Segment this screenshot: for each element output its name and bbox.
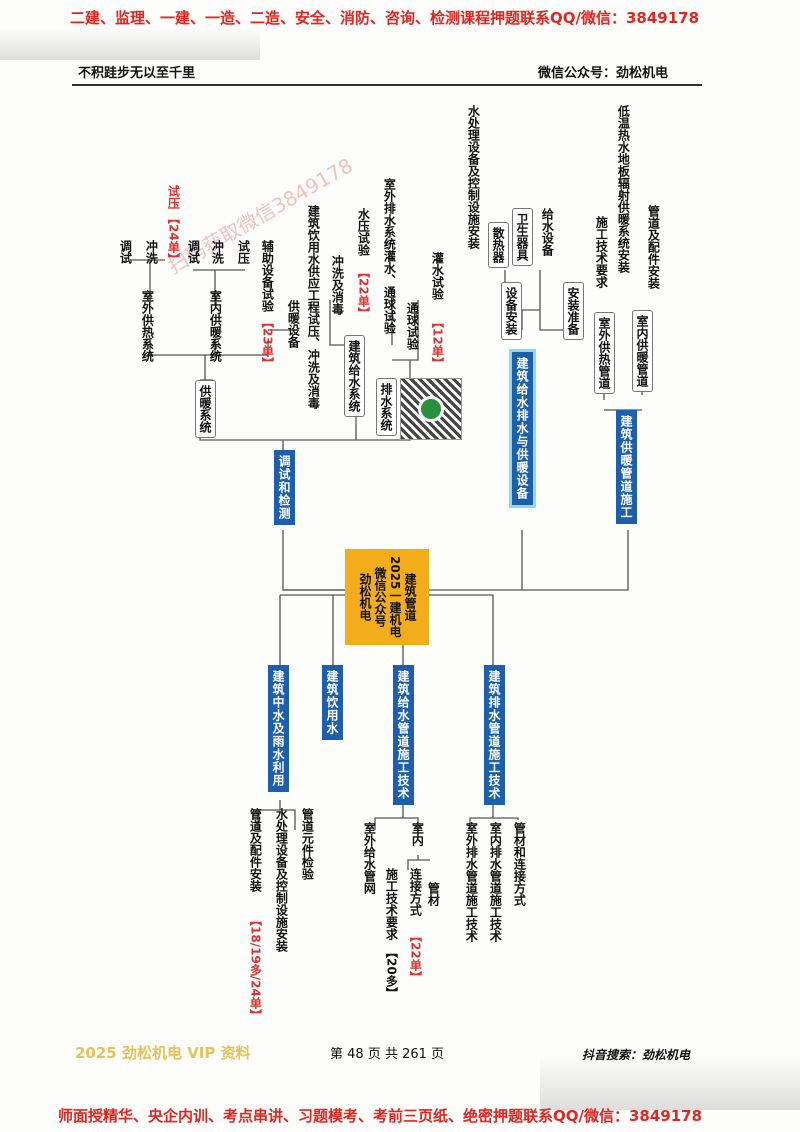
tag-fill: 【12单】 [430,316,445,369]
node-indoor-debug: 调试 [186,240,201,264]
footer-tiktok: 抖音搜索：劲松机电 [582,1048,691,1062]
mountain-decoration-bottom [540,1055,800,1110]
header-rule [72,84,702,86]
node-indoor-pressure: 试压 [236,240,251,264]
tag-aux: 【23单】 [260,316,275,369]
tag-reuse-pipe: 【18/19多/24单】 [248,914,263,1021]
node-heating-equip: 供暖设备 [286,300,301,348]
node-supply-indoor: 室内 [410,822,425,846]
bottom-banner: 师面授精华、央企内训、考点串讲、习题模考、考前三页纸、绝密押题联系QQ/微信：3… [58,1107,703,1125]
tag-supply-connection: 【22单】 [408,930,423,983]
node-water-supply-system: 建筑给水系统 [344,335,365,417]
node-flow-test: 通球试验 [405,302,420,350]
node-reuse-water-treat: 水处理设备及控制设施安装 [274,808,289,952]
center-line-1: 建筑管道 [403,573,417,621]
tag-hydro: 【22单】 [356,266,371,319]
node-install-prep: 安装准备 [563,282,584,340]
tag-pressure: 【24单】 [166,212,181,265]
center-line-2: 2025一建机电 [388,556,402,638]
category-equipment: 建筑给水排水与供暖设备 [509,349,536,508]
node-supply-connection: 连接方式 [408,868,423,916]
node-outdoor-debug: 调试 [118,240,133,264]
node-indoor-heating: 室内供暖系统 [208,290,223,362]
node-indoor-heating-pipe: 室内供暖管道 [632,310,653,392]
node-drain-outdoor: 室外排水管道施工技术 [464,822,479,942]
center-node: 建筑管道 2025一建机电 微信公众号 劲松机电 [345,549,429,645]
category-heating-pipe: 建筑供暖管道施工 [616,410,637,524]
category-drinking: 建筑饮用水 [322,665,343,740]
header-wechat: 微信公众号：劲松机电 [538,66,669,81]
page-number: 第 48 页 共 261 页 [330,1047,445,1062]
node-flush-disinfect: 冲洗及消毒 [330,255,345,315]
qr-code-image [400,378,462,440]
node-supply-equip: 给水设备 [540,208,555,256]
node-indoor-flush: 冲洗 [210,240,225,264]
node-supply-tech: 施工技术要求 [384,868,399,940]
node-pipe-component: 管道元件检验 [300,808,315,880]
node-radiator: 散热器 [488,222,509,268]
node-heating-pipe-fittings: 管道及配件安装 [646,205,661,289]
node-drain-material: 管材和连接方式 [512,822,527,906]
category-debug: 调试和检测 [274,450,295,525]
node-drain-system: 排水系统 [376,378,397,436]
node-outdoor-heating: 室外供热系统 [140,290,155,362]
footer-vip: 2025 劲松机电 VIP 资料 [75,1044,251,1062]
center-line-3: 微信公众号 [373,567,387,627]
center-line-4: 劲松机电 [358,573,372,621]
mountain-decoration-top [0,28,260,60]
node-equipment-install: 设备安装 [501,282,522,340]
header-motto: 不积跬步无以至千里 [78,66,196,81]
node-supply-outdoor: 室外给水管网 [362,822,377,894]
node-aux-test: 辅助设备试验 [260,240,275,312]
node-supply-material: 管材 [426,882,441,906]
node-drinking-test: 建筑饮用水供应工程试压、冲洗及消毒 [306,205,321,409]
category-supply: 建筑给水管道施工技术 [393,665,414,805]
category-drain: 建筑排水管道施工技术 [484,665,505,805]
top-banner: 二建、监理、一建、一造、二造、安全、消防、咨询、检测课程押题联系QQ/微信：38… [70,9,700,27]
node-floor-heating: 低温热水地板辐射供暖系统安装 [616,105,631,273]
node-sanitary: 卫生器具 [512,208,533,266]
node-outdoor-drain: 室外排水系统灌水、通球试验 [382,178,397,334]
node-drain-indoor: 室内排水管道施工技术 [488,822,503,942]
node-water-treat: 水处理设备及控制设施安装 [466,105,481,249]
node-hydro-test: 水压试验 [356,208,371,256]
node-pressure-test: 试压 [166,185,181,209]
category-reuse: 建筑中水及雨水利用 [268,665,289,792]
node-outdoor-heating-pipe: 室外供热管道 [594,312,615,394]
node-heating-tech: 施工技术要求 [594,216,609,288]
tag-supply-tech: 【20多】 [384,946,399,999]
node-reuse-pipe-fittings: 管道及配件安装 [248,808,263,892]
node-heating-system: 供暖系统 [195,380,216,438]
node-fill-test: 灌水试验 [430,252,445,300]
node-outdoor-flush: 冲洗 [144,240,159,264]
